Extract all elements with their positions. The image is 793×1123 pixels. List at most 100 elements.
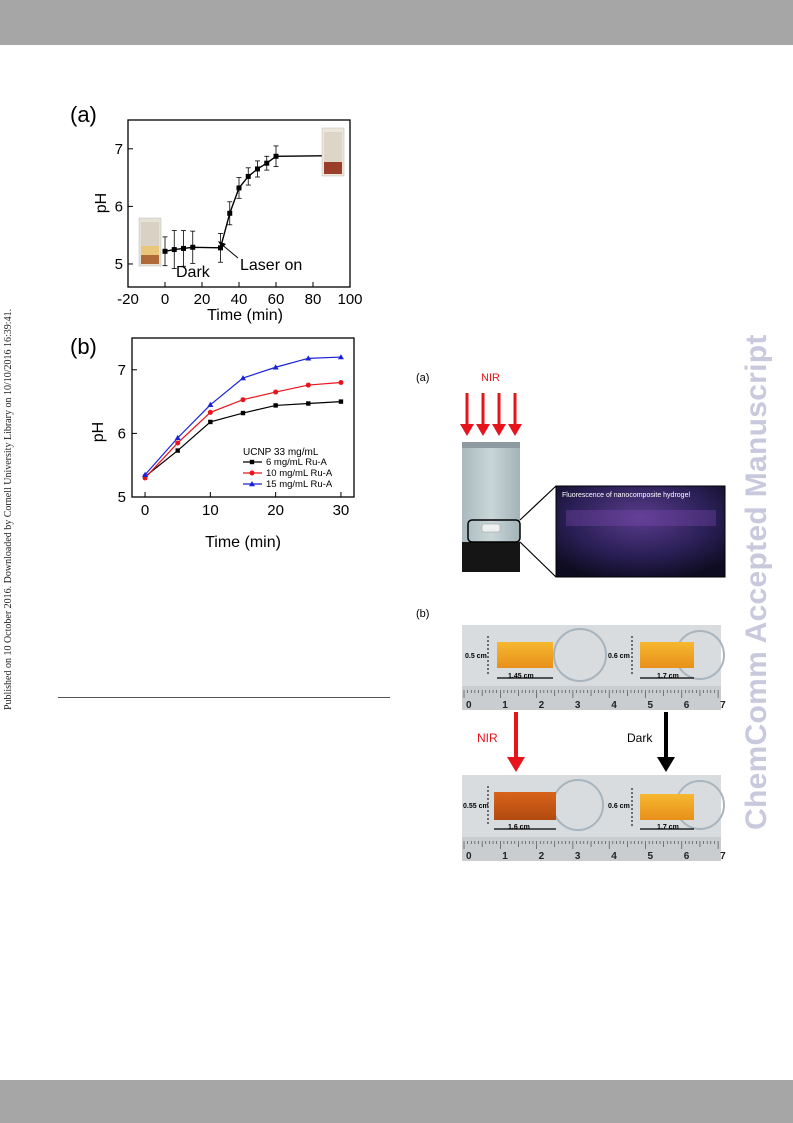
top-left-height-label: 0.5 cm (465, 653, 487, 660)
fig2-panel-a-label: (a) (416, 372, 429, 384)
fig2-panel-b-label: (b) (416, 608, 429, 620)
y-tick-label: 5 (118, 489, 126, 506)
x-tick-label: 40 (231, 291, 248, 308)
data-point (240, 397, 246, 403)
top-left-width-label: 1.45 cm (508, 673, 534, 680)
ruler-number: 6 (684, 851, 690, 862)
data-point (174, 434, 181, 441)
chart-a-x-axis-label: Time (min) (207, 307, 283, 324)
data-point (190, 244, 196, 250)
top-right-width-label: 1.7 cm (657, 673, 679, 680)
chart-a-ticks (127, 148, 351, 287)
x-tick-label: 0 (161, 291, 169, 308)
bottom-left-height-label: 0.55 cm (463, 803, 489, 810)
laser-on-pointer-head (218, 241, 226, 248)
data-point (338, 399, 344, 404)
chart-a-annotation-dark: Dark (176, 264, 211, 281)
data-point (249, 481, 255, 487)
data-point (273, 153, 279, 159)
data-point (240, 410, 246, 416)
chart-a-annotation-laser-on: Laser on (240, 257, 302, 274)
ruler-number: 3 (575, 851, 581, 862)
data-point (245, 173, 251, 179)
x-tick-label: 60 (268, 291, 285, 308)
chart-b-panel-label: (b) (70, 334, 97, 359)
data-point (227, 210, 233, 216)
fluorescence-photo: Fluorescence of nanocomposite hydrogel (555, 485, 726, 578)
vial-photo-after (321, 127, 345, 177)
ruler-number: 7 (720, 700, 726, 711)
ruler-number: 5 (648, 851, 654, 862)
data-point (142, 471, 149, 477)
data-point (208, 419, 213, 425)
data-point (273, 389, 279, 395)
data-point (236, 185, 242, 191)
footer-band (0, 1080, 793, 1123)
data-point (175, 440, 181, 446)
data-point (171, 247, 177, 253)
ruler-number: 6 (684, 700, 690, 711)
data-point (240, 375, 246, 381)
data-point (207, 409, 213, 415)
nir-arrow-label: NIR (477, 731, 498, 745)
column-divider-rule (58, 697, 390, 698)
ruler-number: 5 (648, 700, 654, 711)
ruler-number: 1 (502, 851, 508, 862)
ruler-number: 2 (539, 851, 545, 862)
y-tick-label: 7 (115, 141, 123, 158)
x-tick-label: 0 (141, 502, 149, 519)
y-tick-label: 5 (115, 256, 123, 273)
top-right-height-label: 0.6 cm (608, 653, 630, 660)
legend-entry: 15 mg/mL Ru-A (266, 479, 333, 490)
header-band (0, 0, 793, 45)
data-point (207, 401, 214, 407)
y-tick-label: 6 (118, 425, 126, 442)
data-point (306, 401, 311, 406)
fluorescence-caption: Fluorescence of nanocomposite hydrogel (562, 492, 690, 499)
data-point (305, 355, 312, 361)
ruler-number: 1 (502, 700, 508, 711)
x-tick-label: 20 (267, 502, 284, 519)
nir-arrows (460, 393, 522, 436)
x-tick-label: 30 (333, 502, 350, 519)
legend-entry: 10 mg/mL Ru-A (266, 468, 333, 479)
y-tick-label: 7 (118, 362, 126, 379)
nir-dark-arrows (507, 712, 675, 772)
data-point (305, 382, 311, 388)
vial-photo-before (138, 217, 162, 267)
ruler-number: 2 (539, 700, 545, 711)
bottom-left-width-label: 1.6 cm (508, 824, 530, 831)
bottom-right-width-label: 1.7 cm (657, 824, 679, 831)
data-point (264, 160, 270, 166)
data-point (338, 380, 344, 386)
data-point (218, 245, 223, 251)
chart-b-x-axis-label: Time (min) (205, 534, 281, 551)
chart-a-y-axis-label: pH (93, 193, 110, 213)
data-point (273, 403, 278, 408)
chart-b-y-axis-label: pH (90, 422, 107, 442)
x-tick-label: 20 (194, 291, 211, 308)
ruler-number: 4 (611, 700, 617, 711)
y-tick-label: 6 (115, 198, 123, 215)
data-point (249, 459, 255, 465)
chart-b-ticks (132, 369, 342, 498)
x-tick-label: 100 (337, 291, 362, 308)
ruler-number: 0 (466, 851, 472, 862)
x-tick-label: -20 (117, 291, 139, 308)
x-tick-label: 80 (305, 291, 322, 308)
chart-b-legend: 6 mg/mL Ru-A10 mg/mL Ru-A15 mg/mL Ru-A (243, 457, 333, 490)
chart-a-tick-labels: -20 0 20 40 60 80 100 5 6 7 (115, 141, 363, 308)
ruler-number: 7 (720, 851, 726, 862)
legend-entry: 6 mg/mL Ru-A (266, 457, 328, 468)
data-point (272, 364, 279, 370)
chart-b-legend-title: UCNP 33 mg/mL (243, 447, 319, 458)
